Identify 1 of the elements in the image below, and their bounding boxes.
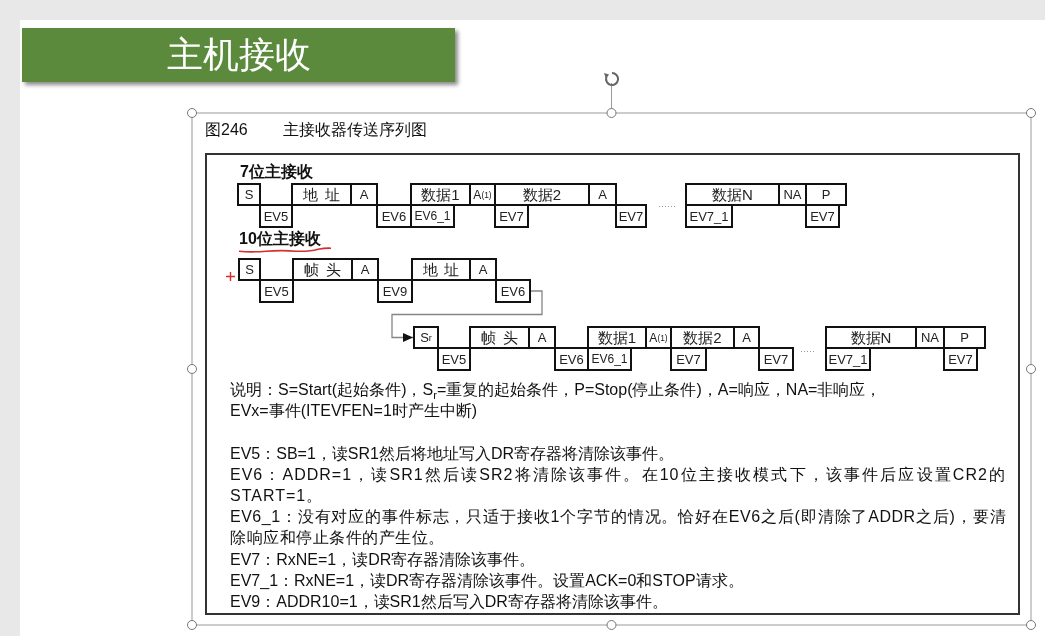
slide-title: 主机接收 bbox=[166, 37, 311, 73]
